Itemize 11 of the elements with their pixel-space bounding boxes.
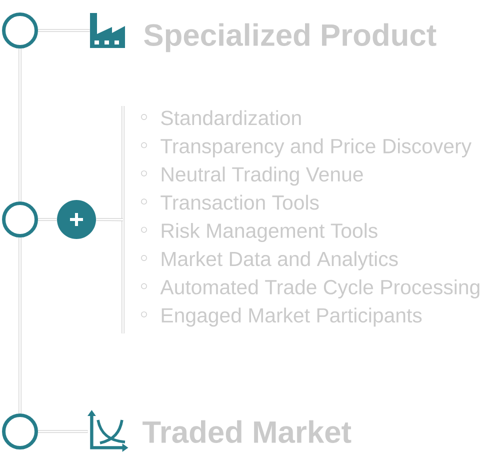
factory-icon	[90, 13, 125, 48]
connector-line	[38, 430, 88, 433]
circle-node	[2, 202, 38, 238]
circle-node	[2, 414, 38, 450]
connector-line	[38, 29, 90, 32]
connector-line	[38, 218, 57, 221]
plus-icon	[57, 200, 96, 239]
circle-node	[2, 12, 38, 48]
connector-line	[96, 218, 124, 222]
connector-line	[18, 48, 22, 202]
connector-line	[18, 238, 22, 414]
